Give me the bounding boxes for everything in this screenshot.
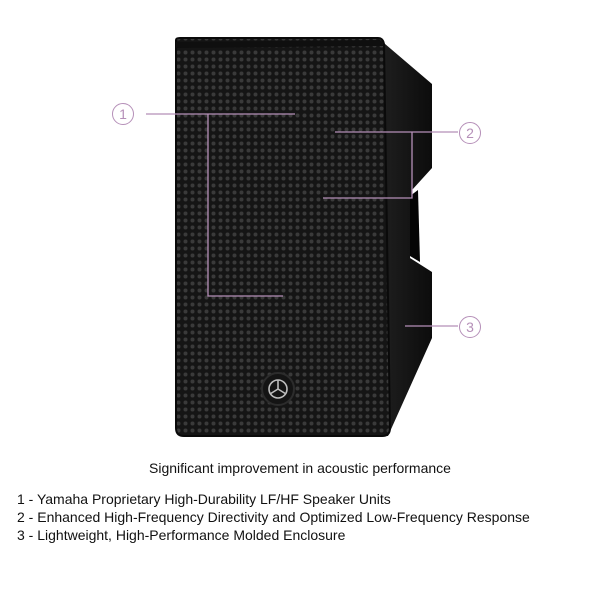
feature-item: 2 - Enhanced High-Frequency Directivity … xyxy=(17,509,530,525)
enclosure-side xyxy=(378,38,432,436)
callout-3-badge: 3 xyxy=(459,316,481,338)
feature-item: 1 - Yamaha Proprietary High-Durability L… xyxy=(17,491,391,507)
handle-recess xyxy=(410,190,420,262)
callout-lines xyxy=(146,113,458,327)
feature-item: 3 - Lightweight, High-Performance Molded… xyxy=(17,527,346,543)
speaker-illustration xyxy=(146,37,458,437)
feature-list: 1 - Yamaha Proprietary High-Durability L… xyxy=(17,490,530,544)
speaker-figure: 1 2 3 xyxy=(112,37,481,437)
callout-1-badge: 1 xyxy=(112,103,134,125)
enclosure-top xyxy=(176,40,384,48)
logo-icon xyxy=(268,379,288,399)
caption: Significant improvement in acoustic perf… xyxy=(149,460,451,476)
callout-2-badge: 2 xyxy=(459,122,481,144)
speaker-grille xyxy=(175,37,392,437)
